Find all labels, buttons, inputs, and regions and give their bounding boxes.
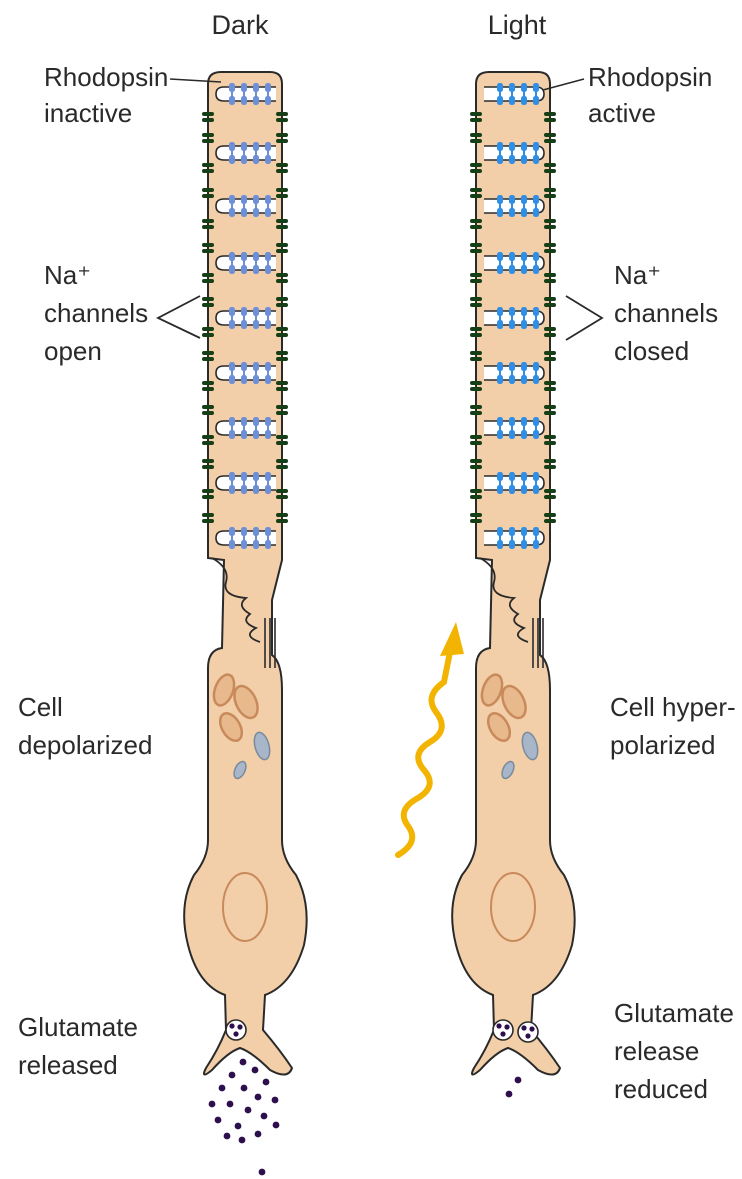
light-disc [484,195,544,217]
light-disc [484,362,544,384]
dark-disc [216,362,276,384]
light-glutamate-label-2: release [614,1036,699,1066]
dark-cell-label-2: depolarized [18,730,152,760]
dark-na-label-3: open [44,336,102,366]
dark-na-pointer [158,296,200,338]
disc-stack-dark [216,83,276,549]
light-na-label-2: channels [614,298,718,328]
dark-panel: Dark Rhodopsin inactive Na⁺ channels ope… [18,10,307,1175]
light-glutamate-label-1: Glutamate [614,998,734,1028]
light-ray-icon [398,622,464,855]
light-disc [484,417,544,439]
disc-stack-light [484,83,544,549]
dark-rhodopsin-label-1: Rhodopsin [44,62,168,92]
light-panel: Light Rhodopsin active Na⁺ channels clos… [452,10,736,1104]
rod-cell-dark [184,72,307,1075]
light-na-label-1: Na⁺ [614,260,661,290]
light-glutamate-label-3: reduced [614,1074,708,1104]
dark-disc [216,83,276,105]
dark-disc [216,417,276,439]
light-cell-label-1: Cell hyper- [610,692,736,722]
light-disc [484,307,544,329]
light-disc [484,142,544,164]
light-na-pointer [566,296,602,340]
dark-disc [216,472,276,494]
light-rhodopsin-label-2: active [588,98,656,128]
light-disc [484,472,544,494]
light-disc [484,83,544,105]
dark-disc [216,527,276,549]
dark-rhodopsin-label-2: inactive [44,98,132,128]
dark-cell-label-1: Cell [18,692,63,722]
dark-glutamate-label-1: Glutamate [18,1012,138,1042]
light-disc [484,527,544,549]
dark-na-label-2: channels [44,298,148,328]
light-title: Light [488,10,547,40]
light-disc [484,252,544,274]
dark-disc [216,195,276,217]
glutamate-dot-icon-light [506,1077,522,1098]
dark-synaptic-vesicle [226,1020,246,1040]
dark-disc [216,307,276,329]
rod-cell-light [452,72,575,1075]
dark-disc [216,142,276,164]
dark-na-label-1: Na⁺ [44,260,91,290]
light-na-label-3: closed [614,336,689,366]
dark-disc [216,252,276,274]
dark-glutamate-label-2: released [18,1050,118,1080]
light-rhodopsin-label-1: Rhodopsin [588,62,712,92]
light-cell-label-2: polarized [610,730,716,760]
glutamate-dot-icon-dark [209,1059,280,1176]
dark-title: Dark [211,10,269,40]
